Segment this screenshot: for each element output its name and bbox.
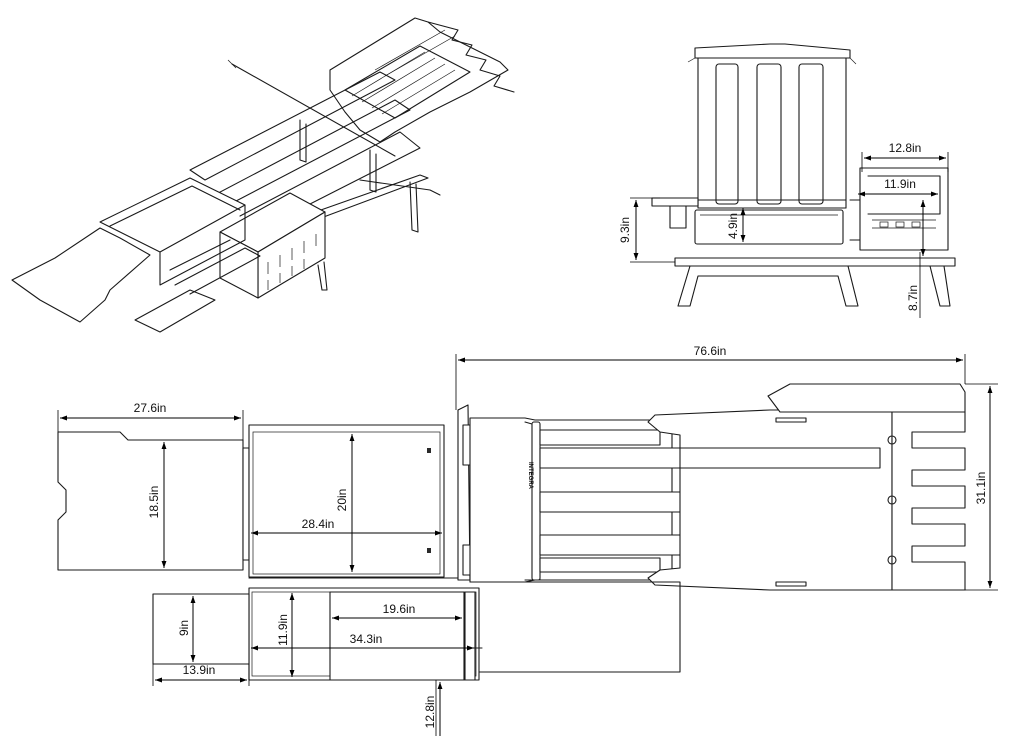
dim-lower-width: 19.6in: [383, 602, 416, 616]
dim-lower-height: 11.9in: [276, 614, 290, 646]
iso-left-board: [11, 227, 151, 323]
plan-fork-tray: [647, 409, 893, 591]
dim-plan-length: 76.6in: [694, 344, 727, 358]
side-mid-bracket: [694, 209, 844, 245]
dim-side-right-height: 8.7in: [906, 285, 920, 311]
dim-bay-width: 28.4in: [302, 517, 335, 531]
dim-bottom-extent: 12.8in: [423, 696, 437, 729]
iso-front-board: [134, 247, 261, 333]
dim-side-inner-width: 11.9in: [884, 177, 916, 191]
dim-side-width: 12.8in: [889, 141, 922, 155]
side-top-bar: [694, 43, 851, 59]
iso-frame-rails: [189, 59, 441, 291]
plan-brand-mark: INTEGRA: [527, 462, 533, 490]
dim-table-depth: 18.5in: [147, 486, 161, 519]
plan-view: INTEGRA: [57, 383, 966, 681]
plan-left-table: [57, 431, 244, 571]
iso-center-box: [219, 192, 326, 299]
dim-side-mid-height: 4.9in: [726, 213, 740, 239]
dim-bay-depth: 20in: [335, 489, 349, 512]
dim-plan-width: 31.1in: [974, 472, 988, 505]
side-base-plate: [674, 257, 956, 267]
iso-left-cart: [99, 177, 246, 286]
isometric-view: [11, 17, 515, 333]
dim-lower-length: 34.3in: [350, 632, 383, 646]
side-elevation: [651, 43, 956, 307]
dimensions: 12.8in 11.9in 9.3in 4.9in 8.7in 76.6in 3…: [57, 141, 998, 736]
dim-side-left-height: 9.3in: [618, 217, 632, 243]
plan-upper-bay: [248, 424, 445, 578]
dim-small-depth: 9in: [177, 620, 191, 636]
dim-small-width: 13.9in: [183, 663, 216, 677]
side-right-unit: [849, 167, 949, 251]
dim-table-width: 27.6in: [134, 401, 167, 415]
iso-fork-tray: [329, 17, 515, 143]
